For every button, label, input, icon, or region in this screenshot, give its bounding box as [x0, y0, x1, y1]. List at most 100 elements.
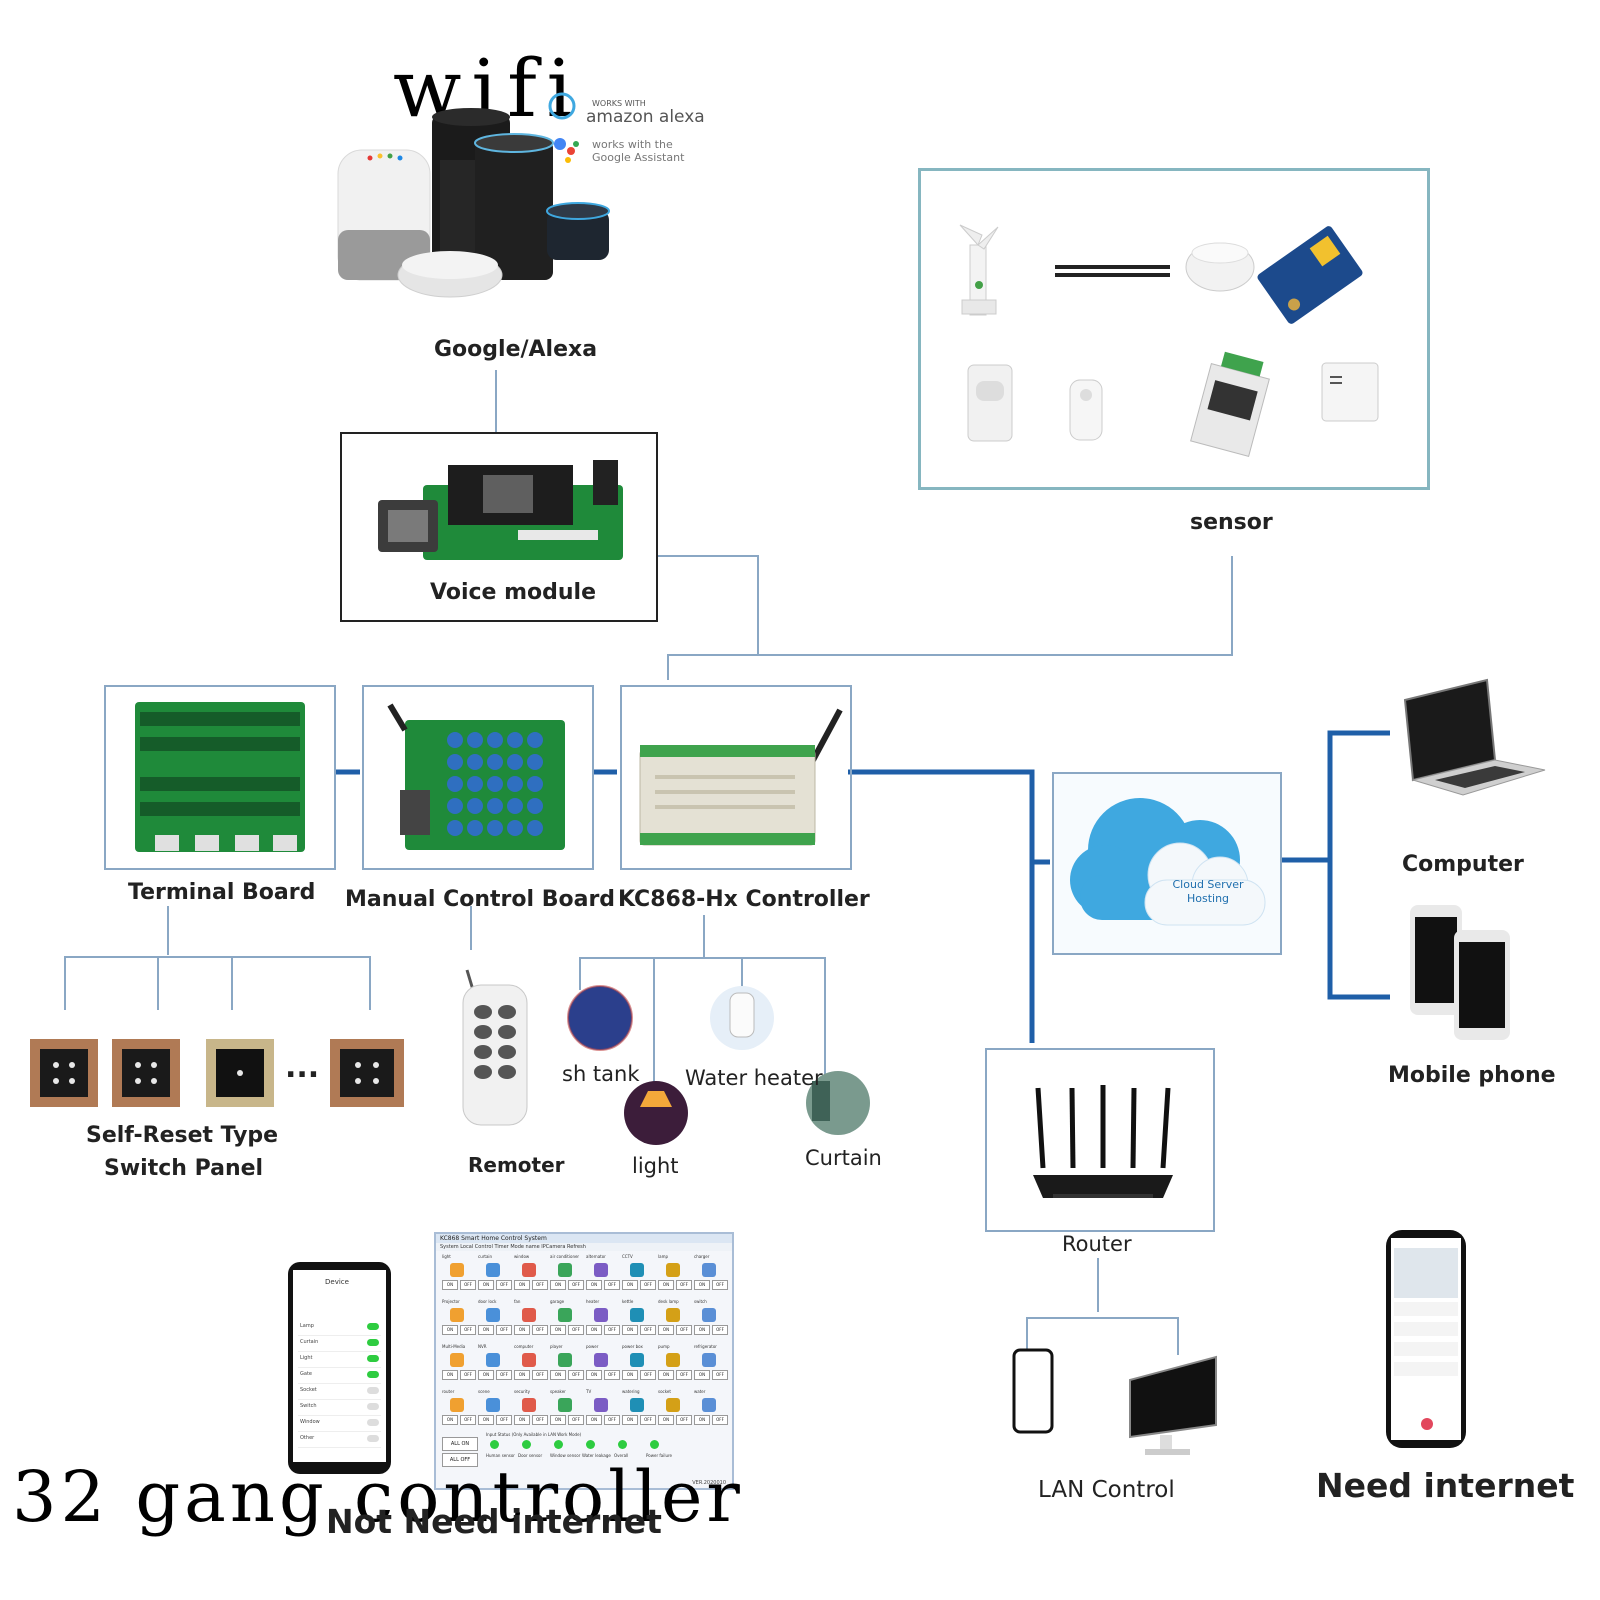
device-off-button[interactable]: OFF — [676, 1370, 692, 1380]
device-off-button[interactable]: OFF — [460, 1280, 476, 1290]
device-on-button[interactable]: ON — [442, 1370, 458, 1380]
device-off-button[interactable]: OFF — [712, 1280, 728, 1290]
device-off-button[interactable]: OFF — [676, 1325, 692, 1335]
device-off-button[interactable]: OFF — [604, 1370, 620, 1380]
device-off-button[interactable]: OFF — [568, 1280, 584, 1290]
device-on-button[interactable]: ON — [622, 1325, 638, 1335]
device-on-button[interactable]: ON — [694, 1280, 710, 1290]
device-off-button[interactable]: OFF — [676, 1415, 692, 1425]
device-on-button[interactable]: ON — [622, 1280, 638, 1290]
device-off-button[interactable]: OFF — [496, 1415, 512, 1425]
device-on-button[interactable]: ON — [550, 1325, 566, 1335]
voice-module-box — [340, 432, 658, 622]
list-item[interactable]: Gate — [298, 1368, 381, 1384]
device-on-button[interactable]: ON — [478, 1325, 494, 1335]
device-off-button[interactable]: OFF — [496, 1370, 512, 1380]
device-on-button[interactable]: ON — [514, 1280, 530, 1290]
device-on-button[interactable]: ON — [658, 1280, 674, 1290]
device-on-button[interactable]: ON — [514, 1370, 530, 1380]
device-off-button[interactable]: OFF — [640, 1280, 656, 1290]
toggle-switch[interactable] — [367, 1435, 379, 1442]
device-on-button[interactable]: ON — [478, 1415, 494, 1425]
device-off-button[interactable]: OFF — [604, 1280, 620, 1290]
pc-all-off-button[interactable]: ALL OFF — [442, 1453, 478, 1467]
device-label: charger — [694, 1254, 710, 1259]
toggle-switch[interactable] — [367, 1403, 379, 1410]
list-item[interactable]: Lamp — [298, 1320, 381, 1336]
device-off-button[interactable]: OFF — [532, 1325, 548, 1335]
device-icon — [522, 1308, 536, 1322]
device-off-button[interactable]: OFF — [532, 1415, 548, 1425]
device-icon — [702, 1398, 716, 1412]
device-on-button[interactable]: ON — [586, 1280, 602, 1290]
toggle-switch[interactable] — [367, 1355, 379, 1362]
device-on-button[interactable]: ON — [550, 1370, 566, 1380]
device-on-button[interactable]: ON — [550, 1415, 566, 1425]
device-on-button[interactable]: ON — [442, 1280, 458, 1290]
device-off-button[interactable]: OFF — [712, 1370, 728, 1380]
device-on-button[interactable]: ON — [478, 1280, 494, 1290]
list-item[interactable]: Curtain — [298, 1336, 381, 1352]
device-on-button[interactable]: ON — [694, 1415, 710, 1425]
device-off-button[interactable]: OFF — [640, 1415, 656, 1425]
device-on-button[interactable]: ON — [442, 1325, 458, 1335]
device-off-button[interactable]: OFF — [676, 1280, 692, 1290]
device-on-button[interactable]: ON — [586, 1325, 602, 1335]
device-on-button[interactable]: ON — [658, 1415, 674, 1425]
status-indicator — [554, 1440, 563, 1449]
device-off-button[interactable]: OFF — [460, 1370, 476, 1380]
device-icon — [450, 1308, 464, 1322]
device-off-button[interactable]: OFF — [568, 1325, 584, 1335]
device-label: air conditioner — [550, 1254, 580, 1259]
device-on-button[interactable]: ON — [586, 1370, 602, 1380]
device-off-button[interactable]: OFF — [496, 1280, 512, 1290]
device-off-button[interactable]: OFF — [460, 1415, 476, 1425]
device-on-button[interactable]: ON — [694, 1325, 710, 1335]
toggle-switch[interactable] — [367, 1387, 379, 1394]
device-icon — [558, 1353, 572, 1367]
device-label: router — [442, 1389, 455, 1394]
device-on-button[interactable]: ON — [658, 1325, 674, 1335]
device-on-button[interactable]: ON — [442, 1415, 458, 1425]
device-off-button[interactable]: OFF — [640, 1370, 656, 1380]
toggle-switch[interactable] — [367, 1323, 379, 1330]
device-off-button[interactable]: OFF — [604, 1325, 620, 1335]
device-on-button[interactable]: ON — [586, 1415, 602, 1425]
device-on-button[interactable]: ON — [514, 1325, 530, 1335]
device-off-button[interactable]: OFF — [568, 1370, 584, 1380]
device-label: switch — [694, 1299, 707, 1304]
device-on-button[interactable]: ON — [550, 1280, 566, 1290]
device-on-button[interactable]: ON — [514, 1415, 530, 1425]
device-on-button[interactable]: ON — [622, 1370, 638, 1380]
list-item[interactable]: Other — [298, 1432, 381, 1448]
list-item[interactable]: Socket — [298, 1384, 381, 1400]
device-on-button[interactable]: ON — [478, 1370, 494, 1380]
device-off-button[interactable]: OFF — [496, 1325, 512, 1335]
device-icon — [630, 1398, 644, 1412]
device-off-button[interactable]: OFF — [712, 1325, 728, 1335]
device-off-button[interactable]: OFF — [604, 1415, 620, 1425]
pc-all-on-button[interactable]: ALL ON — [442, 1437, 478, 1451]
device-on-button[interactable]: ON — [622, 1415, 638, 1425]
list-item[interactable]: Switch — [298, 1400, 381, 1416]
toggle-switch[interactable] — [367, 1371, 379, 1378]
device-off-button[interactable]: OFF — [568, 1415, 584, 1425]
device-icon — [702, 1308, 716, 1322]
device-off-button[interactable]: OFF — [712, 1415, 728, 1425]
toggle-switch[interactable] — [367, 1339, 379, 1346]
device-on-button[interactable]: ON — [694, 1370, 710, 1380]
list-item[interactable]: Light — [298, 1352, 381, 1368]
device-off-button[interactable]: OFF — [532, 1280, 548, 1290]
computer-label: Computer — [1402, 852, 1524, 877]
device-icon — [594, 1308, 608, 1322]
sensor-box — [918, 168, 1430, 490]
device-off-button[interactable]: OFF — [460, 1325, 476, 1335]
device-off-button[interactable]: OFF — [532, 1370, 548, 1380]
toggle-switch[interactable] — [367, 1419, 379, 1426]
list-item[interactable]: Window — [298, 1416, 381, 1432]
device-off-button[interactable]: OFF — [640, 1325, 656, 1335]
device-label: heater — [586, 1299, 600, 1304]
device-on-button[interactable]: ON — [658, 1370, 674, 1380]
terminal-board-box — [104, 685, 336, 870]
